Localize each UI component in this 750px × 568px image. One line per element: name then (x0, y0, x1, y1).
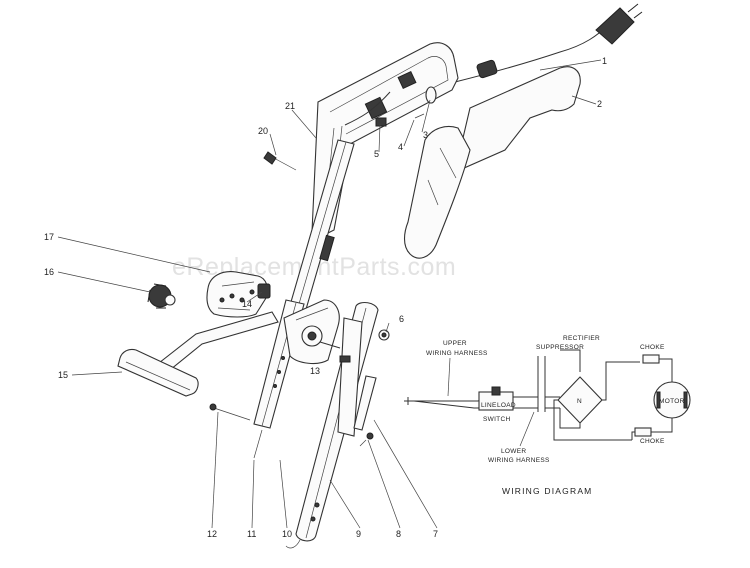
choke-bottom-label: CHOKE (640, 438, 665, 445)
bracket-7 (353, 375, 377, 431)
part-number-14: 14 (242, 299, 252, 309)
part-number-10: 10 (282, 529, 292, 539)
upper-harness-label-1: UPPER (443, 340, 467, 347)
part-number-12: 12 (207, 529, 217, 539)
part-number-13: 13 (310, 366, 320, 376)
wiring-diagram-title: WIRING DIAGRAM (502, 486, 592, 496)
part-number-20: 20 (258, 126, 268, 136)
rectifier-label: RECTIFIER (563, 335, 600, 342)
motor-symbol (653, 381, 691, 419)
wiring-diagram: LINE LOAD SWITCH UPPER WIRING HARNESS LO… (404, 335, 691, 496)
part-number-8: 8 (396, 529, 401, 539)
part-number-1: 1 (602, 56, 607, 66)
part-number-3: 3 (423, 130, 428, 140)
part-number-17: 17 (44, 232, 54, 242)
pivot-bracket-13 (283, 299, 341, 365)
lower-harness-label-2: WIRING HARNESS (488, 457, 550, 464)
suppressor-label: SUPPRESSOR (536, 344, 584, 351)
upper-harness-label-2: WIRING HARNESS (426, 350, 488, 357)
part-number-6: 6 (399, 314, 404, 324)
motor-label: MOTOR (659, 398, 685, 405)
pedal-lever-15 (117, 311, 279, 397)
bolt-12 (209, 403, 251, 421)
lower-harness-label-1: LOWER (501, 448, 526, 455)
choke-bottom (634, 427, 652, 437)
screw-20 (263, 151, 297, 171)
inner-tube (337, 317, 363, 437)
part-number-15: 15 (58, 370, 68, 380)
part-number-11: 11 (247, 529, 256, 539)
part-number-callouts: 1 2 3 4 5 6 7 8 9 10 11 12 13 14 15 16 1… (44, 56, 607, 539)
switch-label: SWITCH (483, 416, 510, 423)
side-grip-cover (403, 66, 581, 259)
leader-lines (57, 59, 602, 529)
part-number-21: 21 (285, 101, 295, 111)
part-number-16: 16 (44, 267, 54, 277)
small-parts-3-4-5 (375, 86, 437, 127)
power-cord-plug (454, 3, 643, 83)
nut-6 (378, 329, 390, 341)
rectifier-n-label: N (577, 398, 582, 405)
part-number-5: 5 (374, 149, 379, 159)
choke-top-label: CHOKE (640, 344, 665, 351)
part-number-2: 2 (597, 99, 602, 109)
switch-line-label: LINE (481, 402, 497, 409)
part-number-9: 9 (356, 529, 361, 539)
knob-16 (147, 283, 176, 309)
part-number-4: 4 (398, 142, 403, 152)
spring-14 (257, 283, 271, 299)
choke-top (642, 354, 660, 364)
switch-load-label: LOAD (497, 402, 516, 409)
part-number-7: 7 (433, 529, 438, 539)
upper-tube (283, 139, 355, 331)
screw-8 (359, 432, 374, 447)
